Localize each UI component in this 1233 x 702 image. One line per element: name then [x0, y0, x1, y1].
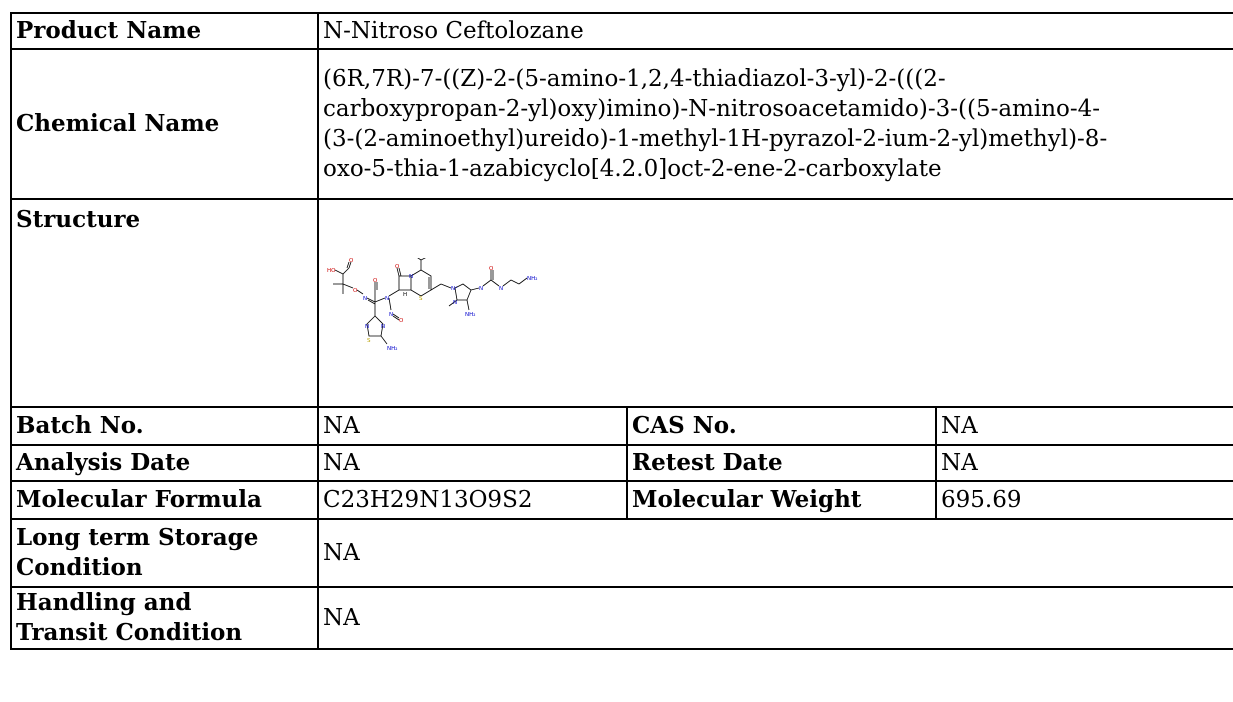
atom-nh2: NH₂ [387, 346, 397, 352]
analysis-date-value: NA [317, 444, 628, 482]
atom-n: N [381, 324, 385, 330]
atom-n: N [385, 296, 389, 302]
handling-label-line: Transit Condition [16, 619, 243, 646]
retest-date-label: Retest Date [626, 444, 937, 482]
atom-n: N [409, 274, 413, 280]
product-name-value: N-Nitroso Ceftolozane [316, 12, 1233, 50]
atom-nh2: NH₂ [527, 276, 537, 282]
atom-nh2: NH₂ [465, 312, 475, 318]
handling-value: NA [316, 586, 1233, 650]
cas-no-label: CAS No. [626, 406, 937, 446]
retest-date-value: NA [934, 444, 1233, 482]
storage-label-line: Condition [16, 554, 143, 581]
atom-o: O [489, 266, 494, 272]
atom-n: N [365, 324, 369, 330]
row-product-name: Product Name N-Nitroso Ceftolozane [10, 12, 1233, 50]
batch-no-value: NA [317, 406, 628, 446]
chemical-structure-drawing: HO O O N O N N O O N H S O O⁻ N N S [327, 258, 537, 352]
analysis-date-label: Analysis Date [10, 444, 319, 482]
storage-label-line: Long term Storage [16, 524, 259, 551]
molecular-weight-value: 695.69 [934, 480, 1233, 520]
product-name-label: Product Name [10, 12, 319, 50]
row-structure: Structure [10, 198, 1233, 408]
atom-n: N [453, 300, 457, 306]
structure-image-cell: HO O O N O N N O O N H S O O⁻ N N S [316, 198, 1233, 408]
molecular-formula-label: Molecular Formula [10, 480, 319, 520]
atom-nh: N [479, 286, 483, 292]
structure-atom-labels: HO O O N O N N O O N H S O O⁻ N N S [327, 258, 537, 352]
molecular-formula-value: C23H29N13O9S2 [317, 480, 628, 520]
cas-no-value: NA [934, 406, 1233, 446]
handling-label: Handling and Transit Condition [10, 586, 319, 650]
row-formula-weight: Molecular Formula C23H29N13O9S2 Molecula… [10, 480, 1233, 520]
batch-no-label: Batch No. [10, 406, 319, 446]
molecular-weight-label: Molecular Weight [626, 480, 937, 520]
atom-n: N [389, 312, 393, 318]
row-handling: Handling and Transit Condition NA [10, 586, 1233, 650]
atom-s: S [419, 296, 423, 302]
chemical-name-value: (6R,7R)-7-((Z)-2-(5-amino-1,2,4-thiadiaz… [316, 48, 1233, 200]
storage-label: Long term Storage Condition [10, 518, 319, 588]
atom-s: S [367, 338, 371, 344]
row-dates: Analysis Date NA Retest Date NA [10, 444, 1233, 482]
handling-label-line: Handling and [16, 589, 192, 616]
atom-o: O [349, 258, 354, 264]
atom-o: O [395, 264, 400, 270]
row-batch-cas: Batch No. NA CAS No. NA [10, 406, 1233, 446]
atom-n-plus: N⁺ [451, 285, 458, 292]
structure-bonds [333, 258, 528, 345]
atom-nh: N [499, 286, 503, 292]
chemical-name-line: carboxypropan-2-yl)oxy)imino)-N-nitrosoa… [323, 96, 1101, 122]
chemical-name-label: Chemical Name [10, 48, 319, 200]
row-storage: Long term Storage Condition NA [10, 518, 1233, 588]
atom-o: O [399, 318, 404, 324]
storage-value: NA [316, 518, 1233, 588]
atom-h: H [403, 292, 407, 298]
atom-ho: HO [327, 268, 336, 274]
atom-n: N [363, 296, 367, 302]
chemical-name-line: oxo-5-thia-1-azabicyclo[4.2.0]oct-2-ene-… [323, 156, 942, 182]
atom-o: O [373, 278, 378, 284]
chemical-name-line: (3-(2-aminoethyl)ureido)-1-methyl-1H-pyr… [323, 126, 1108, 152]
structure-label: Structure [10, 198, 319, 408]
chemical-name-line: (6R,7R)-7-((Z)-2-(5-amino-1,2,4-thiadiaz… [323, 66, 946, 92]
atom-o: O [353, 288, 358, 294]
product-info-table: Product Name N-Nitroso Ceftolozane Chemi… [10, 12, 1233, 650]
row-chemical-name: Chemical Name (6R,7R)-7-((Z)-2-(5-amino-… [10, 48, 1233, 200]
